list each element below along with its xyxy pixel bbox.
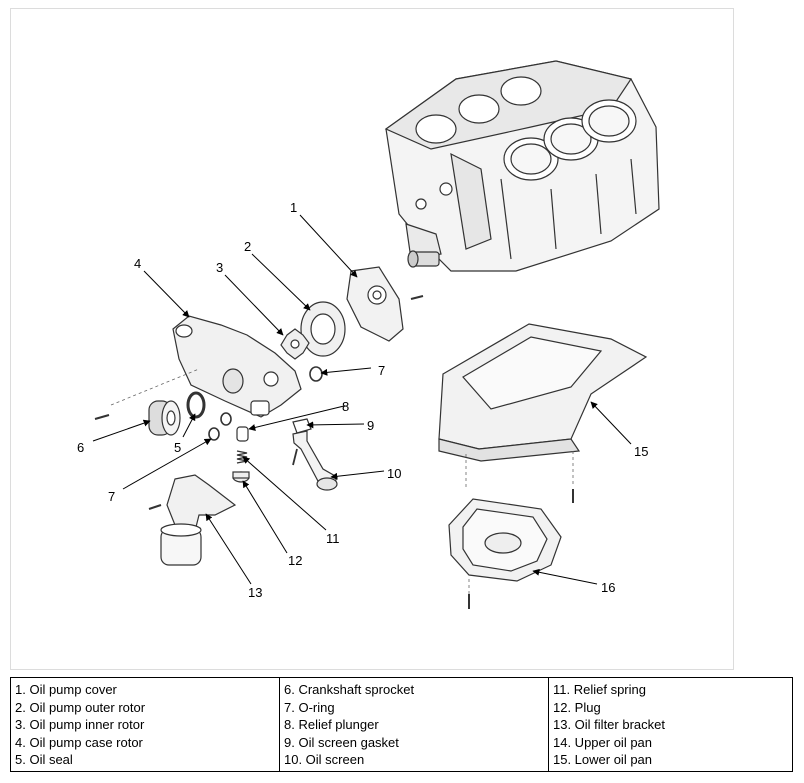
legend-item: 13. Oil filter bracket bbox=[553, 717, 665, 733]
legend-item: 2. Oil pump outer rotor bbox=[15, 699, 146, 715]
oil-filter-bracket-illustration bbox=[148, 474, 237, 566]
lower-oil-pan-illustration bbox=[448, 498, 562, 609]
legend-item: 3. Oil pump inner rotor bbox=[15, 717, 145, 733]
legend-item: 9. Oil screen gasket bbox=[284, 734, 399, 750]
oil-pump-case-illustration bbox=[172, 315, 302, 418]
callout-5: 5 bbox=[174, 440, 181, 455]
legend-item: 1. Oil pump cover bbox=[15, 682, 117, 697]
legend-item: 10. Oil screen bbox=[284, 752, 365, 768]
relief-plunger-illustration bbox=[236, 426, 249, 442]
diagram-drawing: 1 2 3 4 5 6 7 7 8 9 10 11 12 13 15 16 bbox=[77, 60, 660, 609]
callout-9: 9 bbox=[367, 418, 374, 433]
relief-spring-illustration bbox=[236, 450, 248, 464]
legend-row: 1. Oil pump cover 2. Oil pump outer roto… bbox=[10, 677, 793, 772]
legend-item: 4. Oil pump case rotor bbox=[15, 734, 143, 750]
legend-item: 5. Oil seal bbox=[15, 752, 73, 768]
callout-2: 2 bbox=[244, 239, 251, 254]
legend-item: 12. Plug bbox=[553, 699, 601, 715]
callout-8: 8 bbox=[342, 399, 349, 414]
callout-16: 16 bbox=[601, 580, 615, 595]
callout-4: 4 bbox=[134, 256, 141, 271]
oil-screen-illustration bbox=[292, 430, 338, 491]
legend-item: 8. Relief plunger bbox=[284, 717, 379, 733]
callout-10: 10 bbox=[387, 466, 401, 481]
oil-pump-inner-rotor-illustration bbox=[280, 328, 310, 360]
upper-oil-pan-illustration bbox=[438, 323, 648, 503]
crankshaft-sprocket-illustration bbox=[94, 400, 181, 436]
exploded-view-diagram: 1 2 3 4 5 6 7 7 8 9 10 11 12 13 15 16 bbox=[10, 8, 734, 670]
legend-item: 15. Lower oil pan bbox=[553, 752, 653, 768]
legend-column-1: 1. Oil pump cover 2. Oil pump outer roto… bbox=[10, 677, 280, 772]
callout-12: 12 bbox=[288, 553, 302, 568]
legend-item: 6. Crankshaft sprocket bbox=[284, 682, 415, 697]
legend-column-2: 6. Crankshaft sprocket 7. O-ring 8. Reli… bbox=[279, 677, 549, 772]
plug-illustration bbox=[232, 471, 250, 483]
oil-screen-gasket-illustration bbox=[292, 418, 312, 434]
callout-7b: 7 bbox=[108, 489, 115, 504]
oil-pump-cover-illustration bbox=[346, 266, 424, 342]
callout-6: 6 bbox=[77, 440, 84, 455]
engine-block-illustration bbox=[384, 60, 660, 272]
o-ring-illustration bbox=[309, 366, 323, 382]
callout-1: 1 bbox=[290, 200, 297, 215]
legend-item: 11. Relief spring bbox=[553, 682, 646, 697]
callout-11: 11 bbox=[326, 531, 340, 546]
callout-7a: 7 bbox=[378, 363, 385, 378]
oil-seal-illustration bbox=[186, 391, 206, 419]
parts-legend-table: 1. Oil pump cover 2. Oil pump outer roto… bbox=[10, 677, 793, 772]
legend-column-3: 11. Relief spring 12. Plug 13. Oil filte… bbox=[548, 677, 793, 772]
callout-13: 13 bbox=[248, 585, 262, 600]
oil-pump-outer-rotor-illustration bbox=[300, 301, 346, 357]
legend-item: 7. O-ring bbox=[284, 699, 335, 715]
callout-15: 15 bbox=[634, 444, 648, 459]
leader-lines bbox=[92, 214, 632, 585]
legend-item: 14. Upper oil pan bbox=[553, 734, 653, 750]
callout-3: 3 bbox=[216, 260, 223, 275]
o-ring-illustration bbox=[208, 427, 220, 441]
